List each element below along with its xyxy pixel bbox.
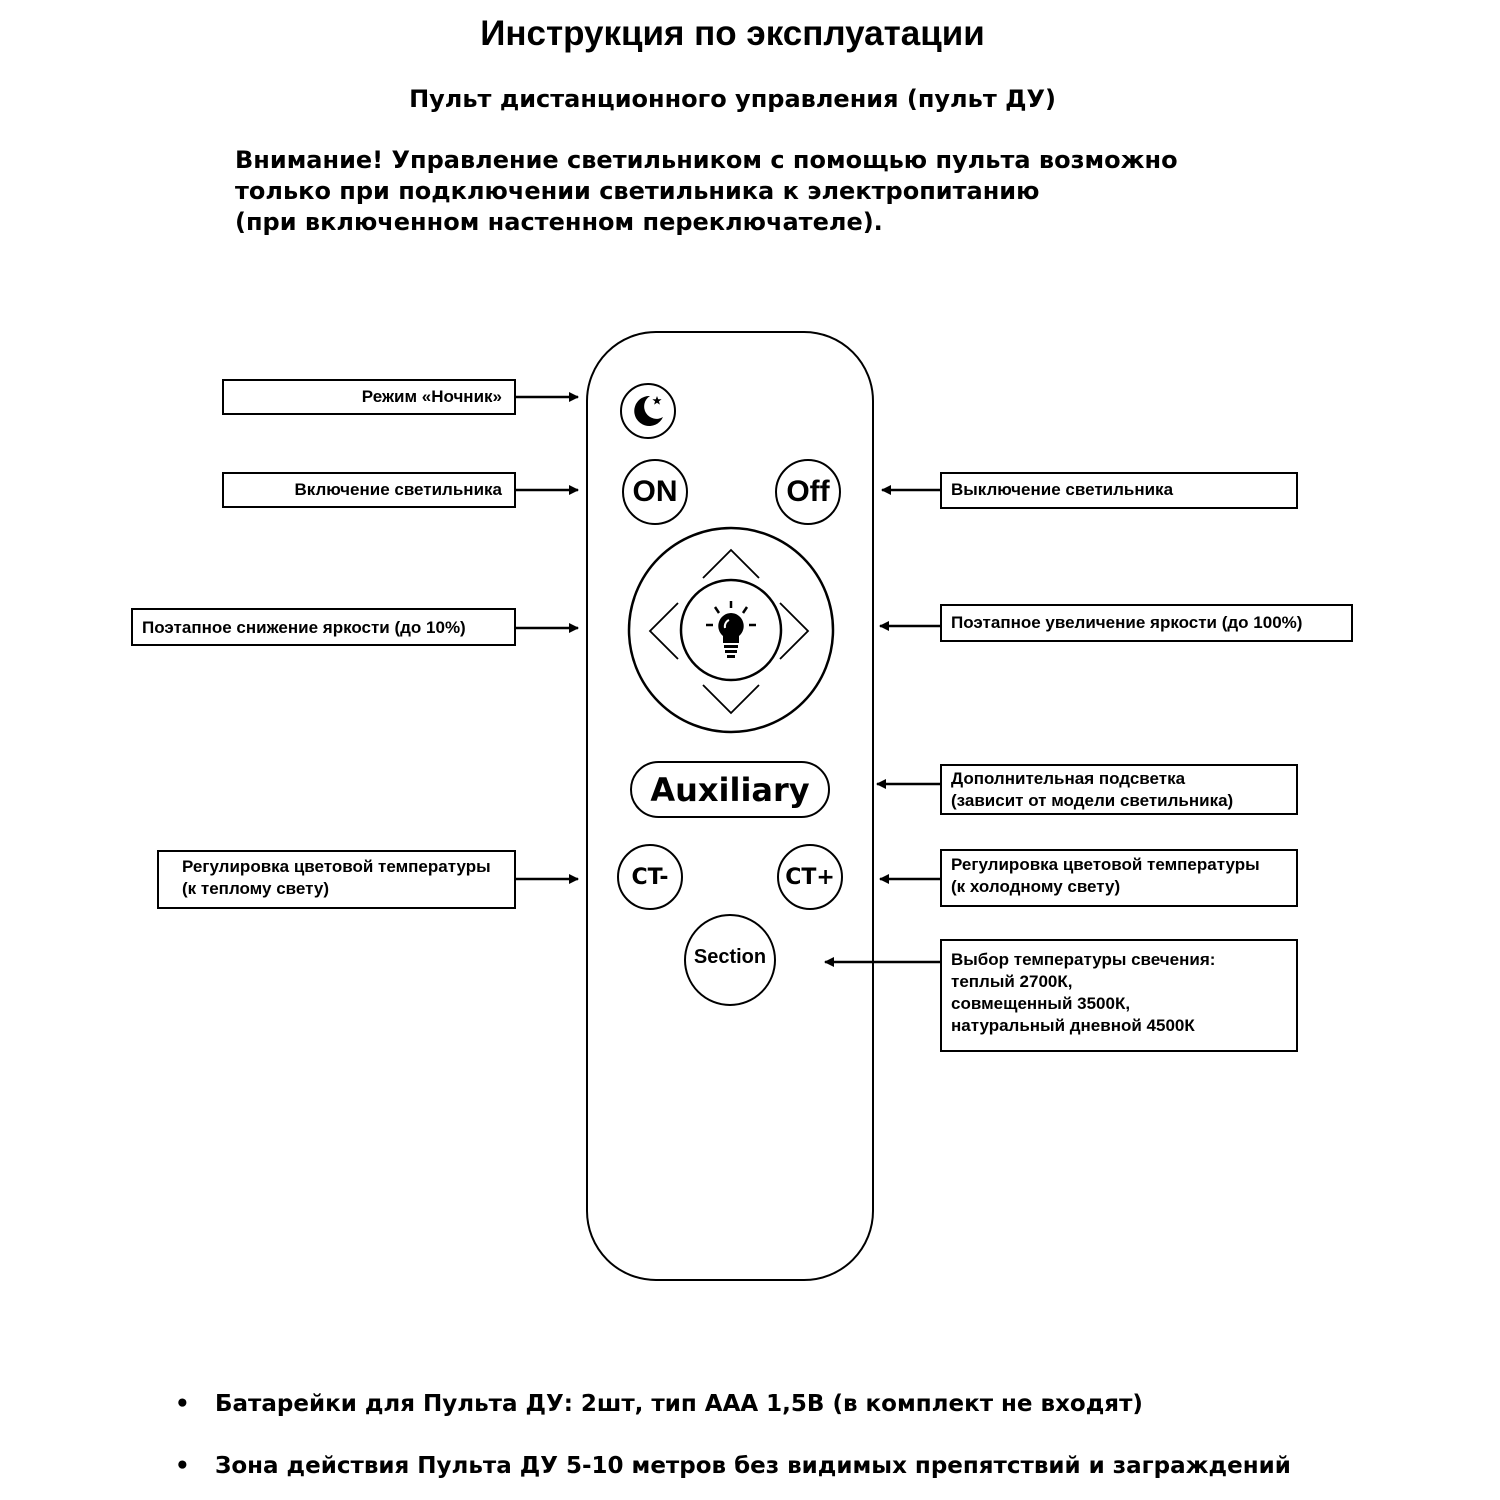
label-dim-up-text: Поэтапное увеличение яркости (до 100%) [951, 613, 1303, 632]
label-power-off: Выключение светильника [940, 472, 1298, 509]
note-text: Батарейки для Пульта ДУ: 2шт, тип ААА 1,… [215, 1391, 1143, 1417]
ct-minus-button-label: CT- [631, 864, 669, 890]
page-subtitle: Пульт дистанционного управления (пульт Д… [409, 85, 1056, 113]
note-item: • Батарейки для Пульта ДУ: 2шт, тип ААА … [175, 1388, 1291, 1420]
label-section-line: теплый 2700К, [951, 972, 1073, 991]
label-power-on-text: Включение светильника [294, 480, 502, 499]
off-button-label: Off [786, 475, 830, 508]
ct-plus-button[interactable]: CT+ [777, 844, 843, 910]
label-ct-cold: Регулировка цветовой температуры (к холо… [940, 849, 1298, 907]
moon-star-icon [634, 395, 663, 426]
label-section-line: натуральный дневной 4500К [951, 1016, 1195, 1035]
notes-list: • Батарейки для Пульта ДУ: 2шт, тип ААА … [175, 1388, 1291, 1482]
section-button-label: Section [693, 946, 767, 968]
label-ct-warm-line: Регулировка цветовой температуры [182, 857, 491, 876]
label-power-on: Включение светильника [222, 472, 516, 508]
note-text: Зона действия Пульта ДУ 5-10 метров без … [215, 1453, 1291, 1479]
label-ct-warm: Регулировка цветовой температуры (к тепл… [157, 850, 516, 909]
on-button-label: ON [632, 475, 678, 508]
label-ct-warm-line: (к теплому свету) [182, 879, 329, 898]
ct-minus-button[interactable]: CT- [617, 844, 683, 910]
off-button[interactable]: Off [775, 459, 841, 525]
note-item: • Зона действия Пульта ДУ 5-10 метров бе… [175, 1450, 1291, 1482]
warning-line: только при подключении светильника к эле… [235, 177, 1040, 205]
label-auxiliary-line: (зависит от модели светильника) [951, 791, 1234, 810]
arrow-right-icon [779, 602, 810, 660]
remote-control-body [586, 331, 874, 1281]
warning-text: Внимание! Управление светильником с помо… [235, 145, 1178, 238]
page-title: Инструкция по эксплуатации [480, 14, 985, 53]
label-ct-cold-line: Регулировка цветовой температуры [951, 855, 1260, 874]
section-button[interactable]: Section [684, 914, 776, 1006]
label-dim-up: Поэтапное увеличение яркости (до 100%) [940, 604, 1353, 642]
label-section: Выбор температуры свечения: теплый 2700К… [940, 939, 1298, 1052]
warning-line: (при включенном настенном переключателе)… [235, 208, 883, 236]
label-dim-down-text: Поэтапное снижение яркости (до 10%) [142, 618, 466, 637]
lightbulb-icon [706, 601, 756, 658]
auxiliary-button-label: Auxiliary [650, 770, 810, 809]
bullet-icon: • [175, 1453, 190, 1479]
label-section-line: совмещенный 3500К, [951, 994, 1131, 1013]
label-dim-down: Поэтапное снижение яркости (до 10%) [131, 608, 516, 646]
arrow-down-icon [702, 684, 760, 715]
label-night-mode: Режим «Ночник» [222, 379, 516, 415]
auxiliary-button[interactable]: Auxiliary [630, 761, 830, 818]
label-power-off-text: Выключение светильника [951, 480, 1174, 499]
label-night-mode-text: Режим «Ночник» [361, 387, 502, 406]
bullet-icon: • [175, 1391, 190, 1417]
brightness-dpad[interactable] [626, 525, 836, 735]
label-ct-cold-line: (к холодному свету) [951, 877, 1121, 896]
label-auxiliary-line: Дополнительная подсветка [951, 769, 1186, 788]
label-section-line: Выбор температуры свечения: [951, 950, 1216, 969]
warning-line: Внимание! Управление светильником с помо… [235, 146, 1178, 174]
arrow-up-icon [702, 548, 760, 579]
on-button[interactable]: ON [622, 459, 688, 525]
arrow-left-icon [648, 602, 679, 660]
ct-plus-button-label: CT+ [785, 864, 835, 890]
label-auxiliary: Дополнительная подсветка (зависит от мод… [940, 764, 1298, 815]
night-mode-button[interactable] [620, 383, 676, 439]
